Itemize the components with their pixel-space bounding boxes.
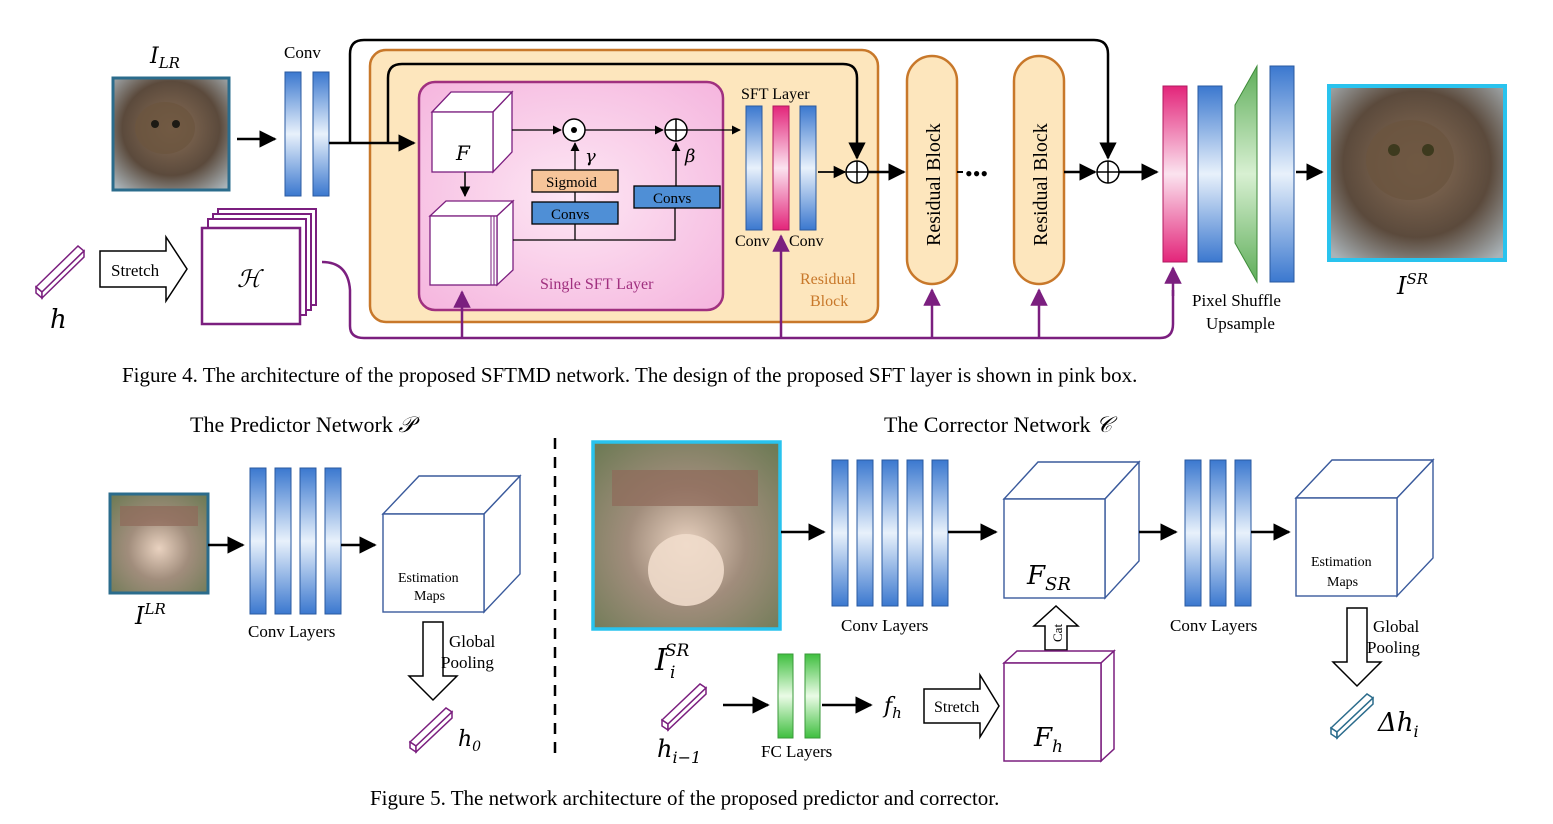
h-vector [34,244,86,300]
corrector-input-image [591,440,782,631]
predictor-conv-layers [249,467,342,615]
h-stack [200,208,317,326]
corrector-est-label-1: Estimation [1311,555,1372,570]
corrector-conv-layers-1 [831,459,949,607]
odot-center [571,127,577,133]
h-prev-label: hi−1 [657,735,701,767]
global-oplus-operator [1096,160,1120,184]
corrector-global-label-1: Global [1373,617,1420,636]
corrector-stretch-arrow [923,672,1000,740]
feature-cube-F [430,90,514,174]
single-sft-layer-label: Single SFT Layer [540,276,654,293]
output-sr-label: ISR [1396,270,1428,300]
residual-block-label-2: Block [810,293,848,310]
convs-box-1-label: Convs [551,207,590,223]
sigmoid-label: Sigmoid [546,175,597,191]
cat-label: Cat [1050,624,1065,642]
sft-bar-left [745,105,763,231]
sft-bar-right [799,105,817,231]
sft-conv-right-label: Conv [789,233,824,250]
sft-layer-label: SFT Layer [741,86,810,103]
fh-small-label: fh [882,694,902,722]
residual-block-label-1: Residual [800,271,857,288]
corrector-global-label-2: Pooling [1367,638,1420,657]
fsr-label: FSR [1026,561,1071,595]
residual-oplus-operator [845,160,869,184]
Fh-label: Fh [1033,723,1063,757]
corrector-input-sub: i [670,663,675,683]
tail-pink-bar [1162,85,1188,263]
residual-block-1 [905,54,959,286]
corrector-conv-layers-label-2: Conv Layers [1170,616,1257,635]
corrector-stretch-label: Stretch [934,699,979,716]
corrector-est-label-2: Maps [1327,575,1358,590]
corrector-conv-layers-label-1: Conv Layers [841,616,928,635]
figure4-caption: Figure 4. The architecture of the propos… [122,363,1138,387]
convs-box-2 [633,185,721,209]
corrector-title-symbol: 𝒞 [1095,413,1113,438]
corrector-input-label: ISR [654,641,690,678]
predictor-global-pooling-arrow [407,621,459,702]
skip-inner [386,62,866,160]
predictor-title-text: The Predictor Network [190,412,393,437]
corrector-global-pooling-arrow [1331,607,1383,688]
predictor-est-label-2: Maps [414,589,445,604]
input-lr-image [111,76,231,192]
delta-h-vector [1329,693,1375,740]
oplus-operator [664,118,688,142]
fc-layers [777,653,821,739]
h-label: h [50,305,67,335]
predictor-global-label-1: Global [449,632,496,651]
condition-line [321,260,1175,340]
skip-long [348,38,1117,160]
condition-cube [428,199,515,287]
pixel-shuffle-upsample [1234,64,1258,284]
tail-blue-bar-2 [1269,65,1295,283]
H-label: ℋ [237,265,264,293]
cat-arrow [1032,604,1080,651]
sft-bar-pink [772,105,790,231]
delta-h-label: Δhi [1377,708,1419,741]
input-lr-label: ILR [149,44,180,72]
pixel-shuffle-label-2: Upsample [1206,314,1275,333]
predictor-input-label: ILR [134,600,166,630]
predictor-global-label-2: Pooling [441,653,494,672]
conv-bar-1 [284,71,302,197]
tail-blue-bar [1197,85,1223,263]
corrector-estimation-cube [1294,458,1435,598]
h0-label: h0 [458,727,481,755]
stretch-label: Stretch [111,261,160,280]
figure5-caption: Figure 5. The network architecture of th… [370,786,1000,810]
corrector-title: The Corrector Network 𝒞 [884,412,1112,438]
predictor-title: The Predictor Network 𝒫 [190,412,414,438]
pixel-shuffle-label-1: Pixel Shuffle [1192,291,1281,310]
output-sr-image [1327,84,1507,262]
h0-vector [408,707,454,754]
conv-label: Conv [284,43,321,62]
beta-label: β [684,146,695,167]
residual-block-1-label: Residual Block [923,123,945,246]
conv-bar-2 [312,71,330,197]
sft-conv-left-label: Conv [735,233,770,250]
stretch-arrow [99,234,188,304]
fsr-cube [1002,460,1141,600]
residual-block-2 [1012,54,1066,286]
corrector-title-text: The Corrector Network [884,412,1091,437]
fc-layers-label: FC Layers [761,742,832,761]
ellipsis-dots: ••• [965,161,988,186]
predictor-est-label-1: Estimation [398,571,459,586]
gamma-label: γ [585,146,596,167]
corrector-conv-layers-2 [1184,459,1252,607]
line-cube-to-convs [513,207,676,241]
h-prev-vector [660,683,708,732]
fh-cube [1002,649,1116,763]
convs-box-2-label: Convs [653,191,692,207]
residual-block-2-label: Residual Block [1030,123,1052,246]
predictor-input-image [108,492,210,595]
predictor-estimation-cube [381,474,522,614]
feature-F-label: F [455,141,471,165]
predictor-title-symbol: 𝒫 [398,413,415,438]
predictor-conv-layers-label: Conv Layers [248,622,335,641]
